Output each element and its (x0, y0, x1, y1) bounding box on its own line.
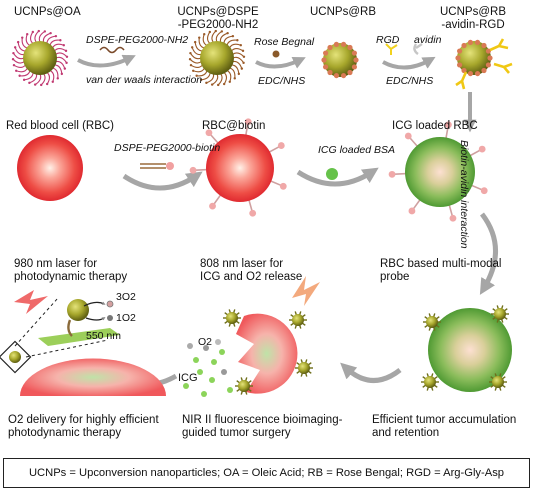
caption1: O2 delivery for highly efficient photody… (8, 414, 159, 440)
coupling3-label: EDC/NHS (386, 75, 434, 87)
laser-bolt-icon (14, 290, 48, 314)
process-arrow (382, 56, 436, 70)
probe-line1: RBC based multi-modal (380, 258, 502, 270)
reagent-biotin-label: DSPE-PEG2000-biotin (114, 142, 221, 154)
rgd-icon (385, 43, 398, 55)
reagent-bsa-label: ICG loaded BSA (318, 144, 396, 156)
icg-loaded-rbc-cell (388, 121, 488, 222)
caption3: Efficient tumor accumulation and retenti… (372, 414, 516, 440)
interaction1-label: van der waals interaction (86, 74, 203, 86)
tether-icon (67, 319, 73, 337)
stage4-title: UCNPs@RB -avidin-RGD (430, 6, 516, 32)
caption2-line1: NIR II fluorescence bioimaging- (182, 414, 343, 426)
probe-line2: probe (380, 271, 410, 283)
process-arrow (255, 56, 306, 69)
icg-rbc-title: ICG loaded RBC (392, 120, 478, 132)
caption1-line1: O2 delivery for highly efficient (8, 414, 159, 426)
reagent3b-label: avidin (414, 34, 442, 46)
released-icg-o2-dots (183, 339, 233, 397)
laser-bolt-icon (292, 276, 320, 306)
zoom-np (9, 351, 21, 363)
rbc-biotin-title: RBC@biotin (202, 120, 266, 132)
o2-release-label: O2 (198, 336, 213, 348)
coupling2-label: EDC/NHS (258, 75, 306, 87)
dspe-peg-biotin-icon (140, 162, 174, 170)
ucnp-rb-avidin-rgd-particle (455, 38, 513, 90)
inset-np (67, 299, 89, 321)
caption3-line2: and retention (372, 427, 440, 439)
rbc-biotin-cell (189, 118, 287, 217)
laser808-line1: 808 nm laser for (200, 258, 284, 270)
process-arrow (77, 54, 136, 68)
reagent3a-label: RGD (376, 34, 400, 46)
zoom-line (14, 297, 59, 347)
icg-bsa-dot-icon (326, 168, 338, 180)
vertical-biotin-label: Biotin-avidin interaction (458, 140, 470, 249)
process-arrow (340, 362, 402, 383)
red-blood-cell (17, 135, 83, 201)
stage4-title-line2: -avidin-RGD (441, 19, 505, 31)
energy-arrow (85, 317, 106, 321)
abbreviation-footer: UCNPs = Upconversion nanoparticles; OA =… (3, 458, 530, 488)
icg-release-label: ICG (178, 372, 198, 384)
singlet-o2-label: 1O2 (116, 312, 136, 324)
rbc-title: Red blood cell (RBC) (6, 120, 115, 132)
triplet-o2-label: 3O2 (116, 291, 136, 303)
ucnp-oa-particle (11, 29, 69, 87)
zoom-box (0, 340, 32, 374)
o2-molecule-icon (106, 300, 114, 308)
cell-surface-platform (38, 328, 120, 346)
energy-arrow (83, 301, 106, 307)
probe-label: RBC based multi-modal probe (380, 258, 501, 284)
laser980-line1: 980 nm laser for (14, 258, 98, 270)
stage1-title: UCNPs@OA (14, 6, 81, 18)
laser980-line2: photodynamic therapy (14, 271, 128, 283)
tumor-tissue (20, 358, 166, 396)
laser808-line2: ICG and O2 release (200, 271, 303, 283)
ucnp-rb-particle (321, 41, 359, 79)
rbc-probe-cell (421, 305, 512, 392)
process-arrow (479, 212, 498, 295)
laser808-label: 808 nm laser for ICG and O2 release (200, 258, 302, 284)
wavelength-label: 550 nm (86, 330, 122, 342)
ruptured-rbc-cell (223, 309, 313, 395)
caption2-line2: guided tumor surgery (182, 427, 291, 439)
process-arrow (122, 171, 203, 191)
caption3-line1: Efficient tumor accumulation (372, 414, 517, 426)
stage2-title-line2: -PEG2000-NH2 (177, 19, 259, 31)
avidin-icon (413, 43, 423, 55)
rose-bengal-dot-icon (272, 50, 280, 58)
laser980-label: 980 nm laser for photodynamic therapy (14, 258, 127, 284)
caption2: NIR II fluorescence bioimaging- guided t… (182, 414, 342, 440)
stage3-title: UCNPs@RB (310, 6, 376, 18)
reagent2-label: Rose Begnal (254, 36, 315, 48)
peg-chain-icon (99, 46, 125, 54)
stage4-title-line1: UCNPs@RB (440, 6, 506, 18)
stage2-title-line1: UCNPs@DSPE (177, 6, 259, 18)
reagent1-label: DSPE-PEG2000-NH2 (86, 34, 189, 46)
caption1-line2: photodynamic therapy (8, 427, 122, 439)
o2-molecule-icon (107, 315, 113, 321)
stage2-title: UCNPs@DSPE -PEG2000-NH2 (175, 6, 261, 32)
zoom-line (25, 339, 109, 358)
process-arrow (296, 167, 379, 187)
ucnp-dspe-peg-particle (188, 29, 246, 87)
